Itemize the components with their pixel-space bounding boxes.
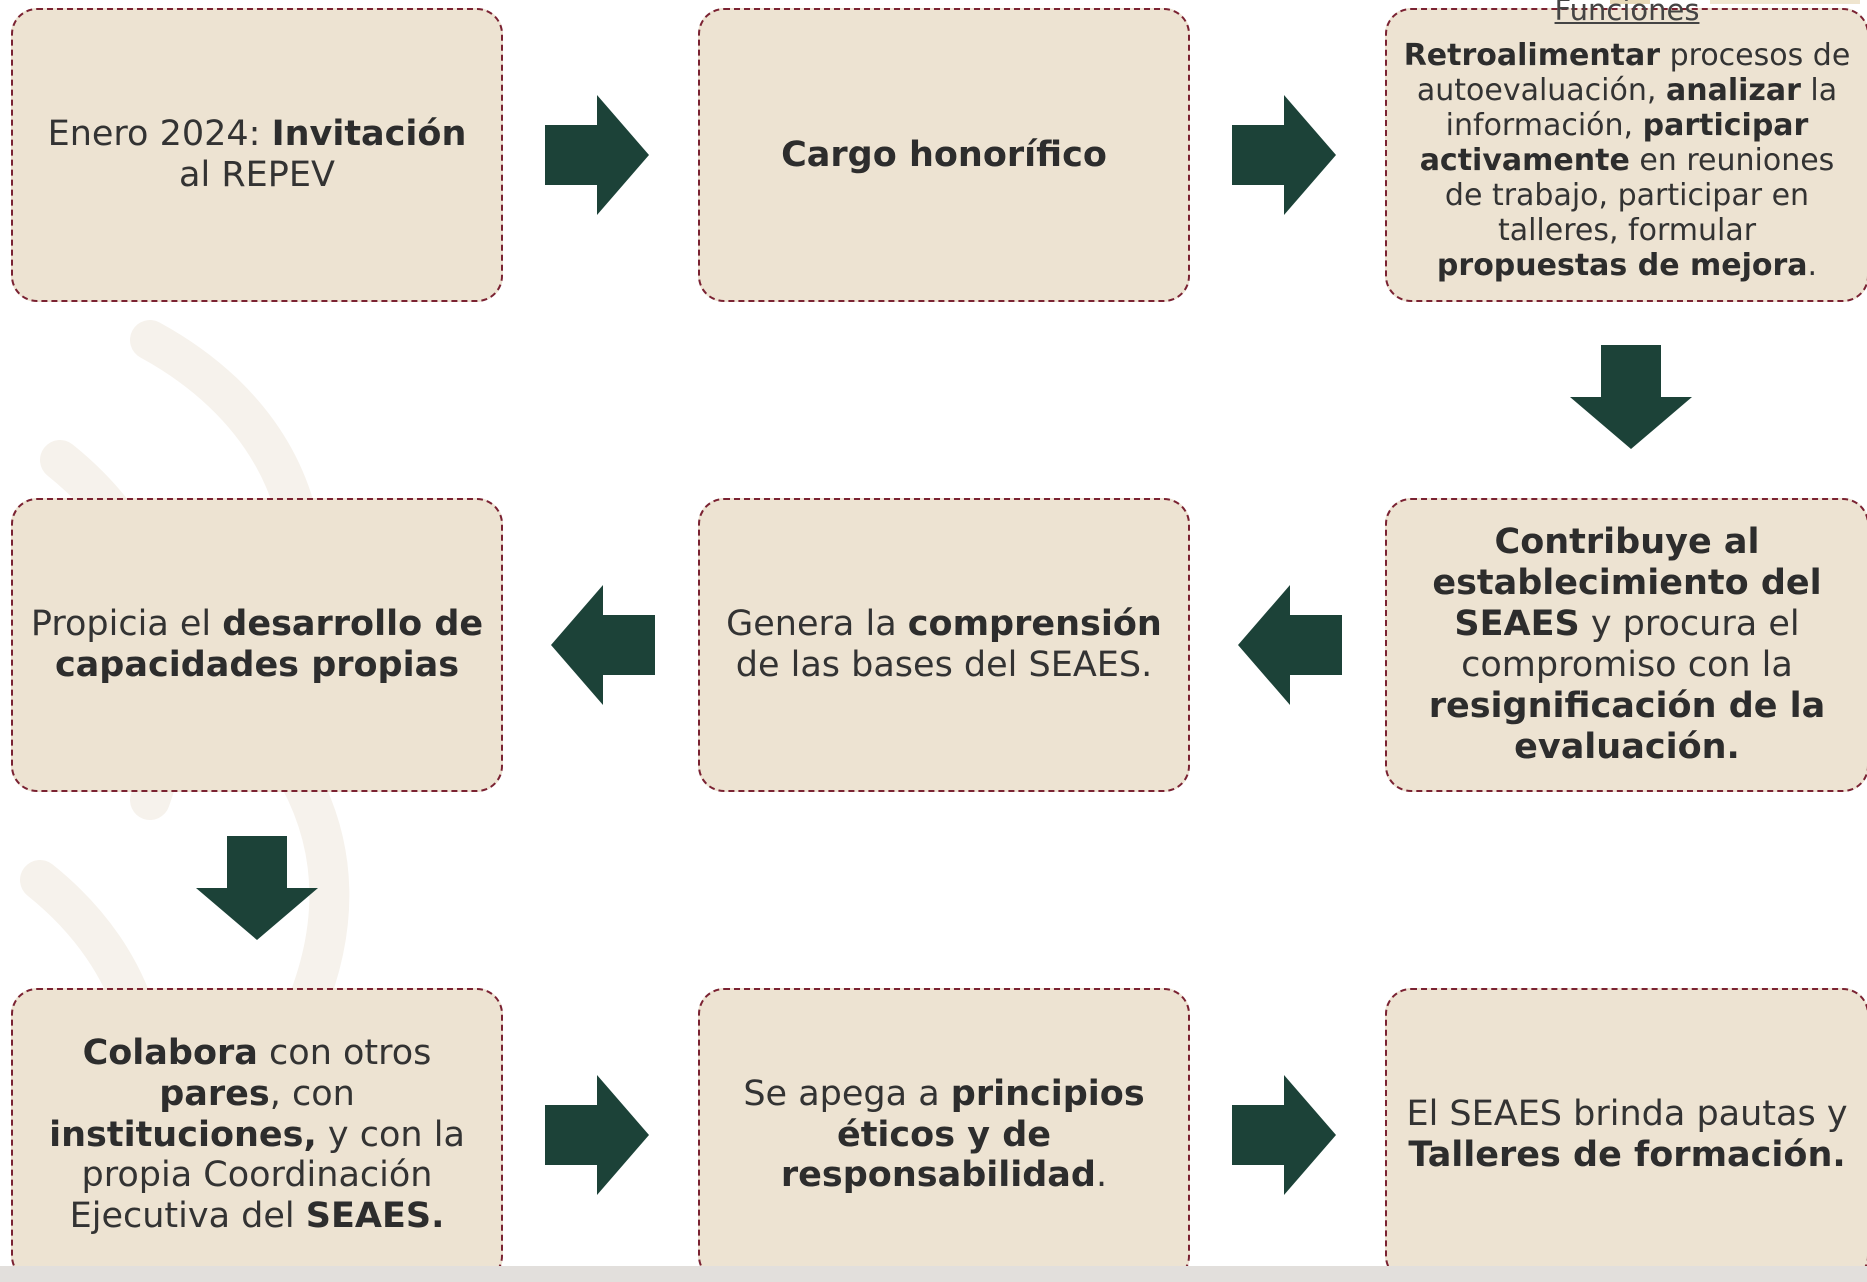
arrow-right-icon — [545, 1075, 649, 1195]
arrow-left-icon — [1238, 585, 1342, 705]
bottom-bar — [0, 1266, 1867, 1282]
propicia-box: Propicia el desarrollo de capacidades pr… — [11, 498, 503, 792]
apega-text: Se apega a principios éticos y de respon… — [743, 1073, 1145, 1196]
genera-text: Genera la comprensión de las bases del S… — [726, 604, 1162, 685]
genera-box: Genera la comprensión de las bases del S… — [698, 498, 1190, 792]
arrow-right-icon — [1232, 1075, 1336, 1195]
arrow-down-icon — [1570, 345, 1692, 449]
arrow-right-icon — [545, 95, 649, 215]
funciones-text: Retroalimentar procesos de autoevaluació… — [1403, 37, 1851, 284]
contribuye-box: Contribuye al establecimiento del SEAES … — [1385, 498, 1867, 792]
colabora-box: Colabora con otros pares, con institucio… — [11, 988, 503, 1282]
invitation-text: Enero 2024: Invitación al REPEV — [47, 114, 467, 195]
brinda-text: El SEAES brinda pautas y Talleres de for… — [1406, 1094, 1848, 1175]
colabora-text: Colabora con otros pares, con institucio… — [49, 1032, 465, 1237]
corner-logo-fragment — [1610, 0, 1860, 4]
contribuye-text: Contribuye al establecimiento del SEAES … — [1428, 522, 1826, 767]
cargo-box: Cargo honorífico — [698, 8, 1190, 302]
propicia-text: Propicia el desarrollo de capacidades pr… — [30, 604, 484, 685]
apega-box: Se apega a principios éticos y de respon… — [698, 988, 1190, 1282]
funciones-box: Funciones Retroalimentar procesos de aut… — [1385, 0, 1867, 302]
cargo-text: Cargo honorífico — [781, 134, 1107, 175]
arrow-left-icon — [551, 585, 655, 705]
arrow-down-icon — [196, 836, 318, 940]
brinda-box: El SEAES brinda pautas y Talleres de for… — [1385, 988, 1867, 1282]
invitation-box: Enero 2024: Invitación al REPEV — [11, 8, 503, 302]
funciones-heading: Funciones — [1554, 0, 1700, 27]
arrow-right-icon — [1232, 95, 1336, 215]
